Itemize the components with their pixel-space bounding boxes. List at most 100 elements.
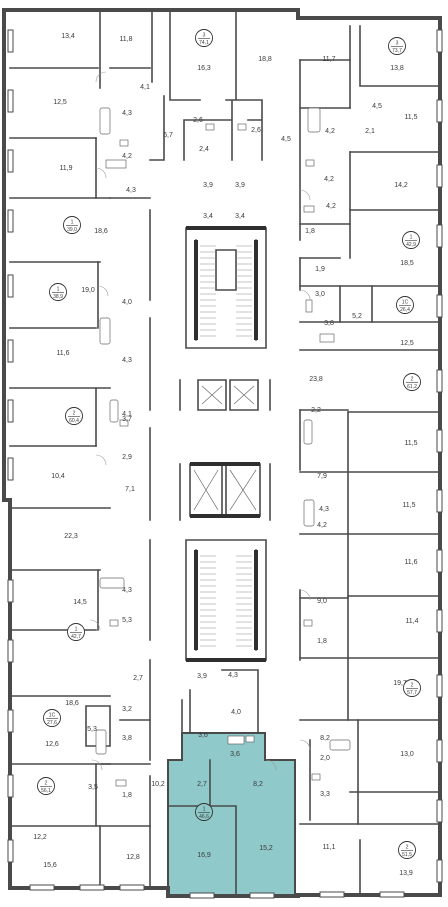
room-area-label: 11,6 — [404, 559, 417, 566]
apartment-marker[interactable]: 373,7 — [388, 37, 406, 55]
room-area-label: 2,7 — [133, 675, 143, 682]
apartment-circle — [67, 623, 85, 641]
room-area-label: 11,5 — [404, 440, 417, 447]
room-area-label: 4,3 — [126, 187, 136, 194]
room-area-label: 4,5 — [372, 103, 382, 110]
apartment-marker[interactable]: 142,9 — [402, 231, 420, 249]
apartment-rooms: 2 — [406, 844, 409, 850]
room-area-label: 4,1 — [140, 84, 150, 91]
core-walls — [186, 226, 266, 662]
room-area-label: 2,6 — [251, 127, 261, 134]
room-area-label: 2,9 — [122, 454, 132, 461]
room-area-label: 4,3 — [122, 357, 132, 364]
room-area-label: 4,2 — [326, 203, 336, 210]
room-area-label: 12,5 — [400, 340, 414, 347]
apartment-rooms: 1С — [402, 299, 409, 305]
door-swings — [89, 71, 311, 771]
room-area-label: 4,3 — [319, 506, 329, 513]
apartment-marker[interactable]: 256,1 — [37, 777, 55, 795]
apartment-area: 46,6 — [199, 814, 209, 820]
room-area-label: 3,0 — [315, 291, 325, 298]
room-area-label: 3,6 — [230, 751, 240, 758]
room-area-label: 18,8 — [258, 56, 272, 63]
apartment-rooms: 2 — [73, 410, 76, 416]
room-area-label: 14,2 — [394, 182, 408, 189]
apartment-area: 73,7 — [392, 48, 402, 54]
room-area-label: 4,0 — [122, 299, 132, 306]
room-area-label: 11,6 — [56, 350, 69, 357]
room-area-label: 12,5 — [53, 99, 67, 106]
room-area-label: 15,2 — [259, 845, 273, 852]
apartment-marker[interactable]: 374,1 — [195, 29, 213, 47]
room-area-label: 7,1 — [125, 486, 135, 493]
room-area-label: 3,6 — [198, 732, 208, 739]
room-area-label: 12,2 — [33, 834, 47, 841]
room-area-label: 1,8 — [305, 228, 315, 235]
room-area-label: 4,2 — [325, 128, 335, 135]
apartment-circle — [49, 283, 67, 301]
room-labels: 13,4 11,8 16,3 18,8 11,7 1 3,8 12,5 4,1 4,3 6,7 2,6… — [33, 33, 418, 877]
room-area-label: 19,0 — [81, 287, 95, 294]
room-area-label: 3,8 — [122, 735, 132, 742]
apartment-area: 38,9 — [53, 294, 63, 300]
room-area-label: 3,4 — [235, 213, 245, 220]
apartment-marker[interactable]: 251,5 — [398, 841, 416, 859]
apartment-marker-selected[interactable]: 146,6 — [195, 803, 213, 821]
room-area-label: 2,4 — [199, 146, 209, 153]
apartment-marker[interactable]: 139,0 — [63, 216, 81, 234]
room-area-label: 18,6 — [94, 228, 108, 235]
room-area-label: 11,1 — [322, 844, 335, 851]
room-area-label: 12,6 — [45, 741, 59, 748]
apartment-marker[interactable]: 257,7 — [403, 679, 421, 697]
apartment-rooms: 1С — [49, 712, 56, 718]
room-area-label: 9,0 — [317, 598, 327, 605]
room-area-label: 1,9 — [315, 266, 325, 273]
room-area-label: 6,7 — [163, 132, 173, 139]
stair-treads — [200, 245, 252, 647]
room-area-label: 4,2 — [122, 153, 132, 160]
apartment-circle — [195, 29, 213, 47]
elevator-shafts — [193, 385, 257, 511]
room-area-label: 5,3 — [122, 617, 132, 624]
room-area-label: 11,8 — [119, 36, 132, 43]
room-area-label: 3,7 — [122, 416, 132, 423]
apartment-circle — [63, 216, 81, 234]
room-area-label: 1,8 — [122, 792, 132, 799]
apartment-marker[interactable]: 260,4 — [65, 407, 83, 425]
building-outline — [2, 8, 442, 898]
apartment-area: 57,7 — [407, 690, 417, 696]
apartment-marker[interactable]: 1С 27,6 — [43, 709, 61, 727]
apartment-marker[interactable]: 138,9 — [49, 283, 67, 301]
apartment-circle — [398, 841, 416, 859]
apartment-marker[interactable]: 142,7 — [67, 623, 85, 641]
apartment-circle — [37, 777, 55, 795]
room-area-label: 7,9 — [317, 473, 327, 480]
room-area-label: 2,2 — [311, 407, 321, 414]
room-area-label: 3,8 — [324, 320, 334, 327]
apartment-area: 27,6 — [47, 720, 57, 726]
apartment-rooms: 2 — [45, 780, 48, 786]
apartment-circle — [195, 803, 213, 821]
room-area-label: 15,6 — [43, 862, 57, 869]
room-area-label: 18,6 — [65, 700, 79, 707]
room-area-label: 16,9 — [197, 852, 211, 859]
apartment-circle — [65, 407, 83, 425]
apartment-area: 61,2 — [407, 384, 417, 390]
room-area-label: 3,4 — [203, 213, 213, 220]
room-area-label: 2,1 — [365, 128, 375, 135]
room-area-label: 16,3 — [197, 65, 211, 72]
apartment-rooms: 1 — [71, 219, 74, 225]
apartment-area: 56,1 — [41, 788, 51, 794]
apartment-marker[interactable]: 261,2 — [403, 373, 421, 391]
room-area-label: 4,0 — [231, 709, 241, 716]
room-area-label: 4,3 — [122, 110, 132, 117]
bathroom-fixtures — [95, 107, 351, 787]
room-area-label: 11,7 — [322, 56, 335, 63]
room-area-label: 3,5 — [88, 784, 98, 791]
room-area-label: 4,3 — [122, 587, 132, 594]
room-area-label: 11,9 — [59, 165, 72, 172]
room-area-label: 13,4 — [61, 33, 75, 40]
room-area-label: 3,3 — [320, 791, 330, 798]
